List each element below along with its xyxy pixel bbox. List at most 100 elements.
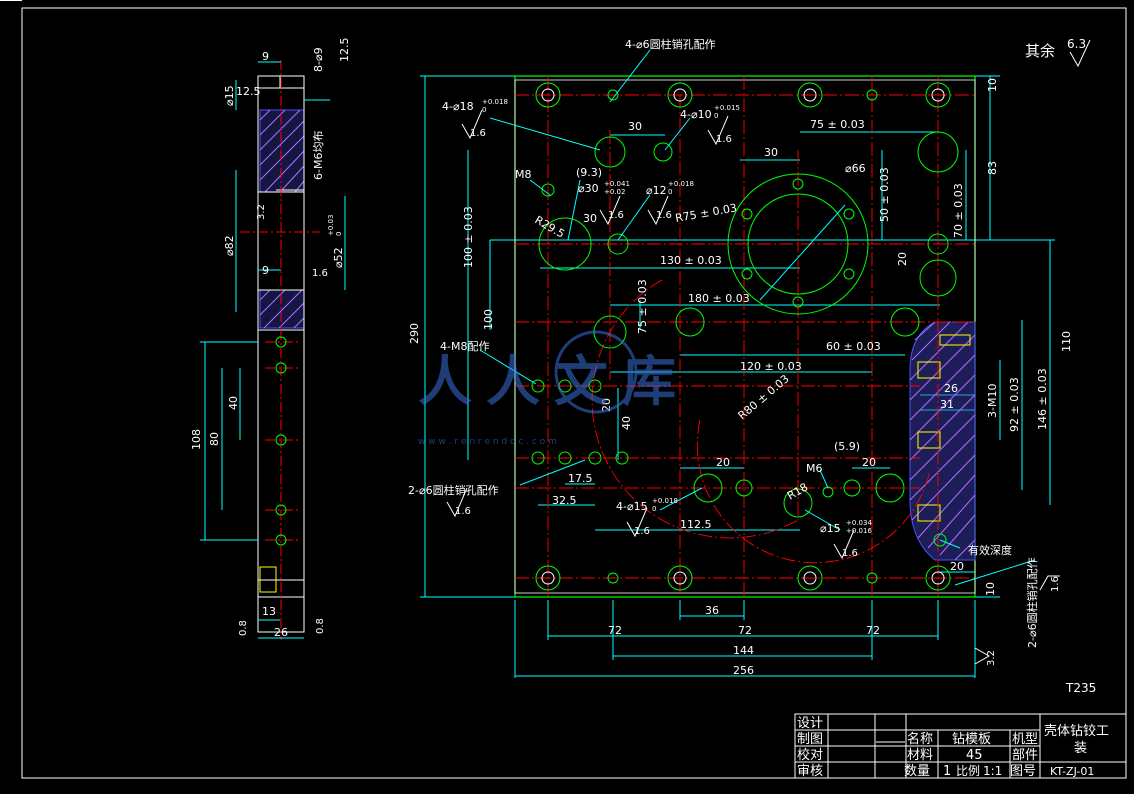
dim-m8-pin: 4-M8配作 <box>440 340 489 353</box>
dim-d12-tol2: 0 <box>668 188 672 196</box>
dim-m8: M8 <box>515 168 532 181</box>
side-view-dimension-lines <box>200 61 346 639</box>
main-view: 4-⌀6圆柱销孔配作 4-⌀18 +0.018 0 1.6 30 4-⌀10 +… <box>408 37 1073 678</box>
dim-10-bot: 10 <box>984 582 997 596</box>
svg-text:人人文库: 人人文库 <box>418 350 690 413</box>
dim-72c: 72 <box>866 624 880 637</box>
side-dim-12-5b: 12.5 <box>236 85 261 98</box>
tb-material-label: 材料 <box>907 748 933 763</box>
dim-92: 92 ± 0.03 <box>1008 377 1021 432</box>
dim-70: 70 ± 0.03 <box>952 183 965 238</box>
dim-20-r: 20 <box>896 252 909 266</box>
tb-name-label: 名称 <box>907 731 933 747</box>
roughness-symbols <box>446 109 1060 665</box>
tb-drawing-no: KT-ZJ-01 <box>1050 765 1094 778</box>
side-dim-0-8a: 0.8 <box>238 620 249 636</box>
tb-scale-label: 比例 <box>956 764 980 778</box>
dim-10-right: 10 <box>986 78 999 92</box>
plate-inner-outline <box>514 79 976 594</box>
side-dim-d52-tol2: 0 <box>335 232 343 236</box>
side-dim-108: 108 <box>190 429 203 450</box>
dim-m6: M6 <box>806 462 823 475</box>
dim-ra16-e: 1.6 <box>455 506 471 517</box>
dim-72a: 72 <box>608 624 622 637</box>
dim-d30h: ⌀30 <box>578 182 599 195</box>
dim-50: 50 ± 0.03 <box>878 167 891 222</box>
dim-pin-left: 2-⌀6圆柱销孔配作 <box>408 483 499 497</box>
roughness-symbol: 6.3 <box>1067 37 1091 68</box>
dim-d18: 4-⌀18 <box>442 100 474 113</box>
tb-drawing-no-label: 图号 <box>1010 764 1036 779</box>
dim-112-5: 112.5 <box>680 518 712 531</box>
side-dim-m6: 6-M6均布 <box>312 131 325 180</box>
side-dim-0-8b: 0.8 <box>315 618 326 634</box>
dim-ra16-b: 1.6 <box>716 134 732 145</box>
dim-r18: R18 <box>785 481 810 503</box>
dim-83: 83 <box>986 161 999 175</box>
dim-m10: 3-M10 <box>986 384 999 418</box>
dim-r29: R29.5 <box>533 213 567 240</box>
dim-146: 146 ± 0.03 <box>1036 368 1049 430</box>
tb-model-label: 机型 <box>1012 732 1038 747</box>
side-dim-9-top: 9 <box>262 50 269 63</box>
side-dim-80: 80 <box>208 432 221 446</box>
dim-30-c: 30 <box>583 212 597 225</box>
tb-check: 校对 <box>797 747 823 763</box>
dim-17-5: 17.5 <box>568 472 593 485</box>
side-dim-d82: ⌀82 <box>223 235 236 256</box>
side-view-centerlines <box>240 60 320 640</box>
dim-130: 130 ± 0.03 <box>660 254 722 267</box>
dim-60: 60 ± 0.03 <box>826 340 881 353</box>
title-block: 设计 制图 校对 审核 名称 钻模板 材料 45 数量 1 比例 1:1 机型 … <box>794 713 1127 779</box>
tb-drawing: 制图 <box>797 732 823 747</box>
dim-120: 120 ± 0.03 <box>740 360 802 373</box>
tb-part-label: 部件 <box>1012 748 1038 763</box>
dim-ra16-g: 1.6 <box>842 548 858 559</box>
main-centerlines <box>515 76 975 597</box>
tb-material-value: 45 <box>966 748 983 763</box>
dim-32-5: 32.5 <box>552 494 577 507</box>
side-dim-d15: ⌀15 <box>223 85 236 106</box>
side-dim-d52-tol: +0.03 <box>327 215 335 236</box>
side-dim-9-mid: 9 <box>262 264 269 277</box>
watermark: 人人文库 w w w . r e n r e n d o c . c o m <box>418 330 690 447</box>
dim-ra16-h: 1.6 <box>1050 576 1061 592</box>
dim-144: 144 <box>733 644 754 657</box>
side-dim-8x9: 8-⌀9 <box>312 47 325 72</box>
dim-pin-right: 2-⌀6圆柱销孔配作 <box>1025 557 1039 648</box>
dim-d12-tol: +0.018 <box>668 180 694 188</box>
dim-31: 31 <box>940 398 954 411</box>
dim-d10-tol2: 0 <box>714 112 718 120</box>
tb-title-line2: 装 <box>1074 741 1087 756</box>
dim-d15-tol2: 0 <box>652 505 656 513</box>
dim-100a: 100 ± 0.03 <box>462 206 475 268</box>
dim-ra16-d: 1.6 <box>656 210 672 221</box>
dim-30-a: 30 <box>628 120 642 133</box>
dim-110: 110 <box>1060 331 1073 352</box>
dim-d10: 4-⌀10 <box>680 108 712 121</box>
dim-d15: 4-⌀15 <box>616 500 648 513</box>
tb-title-line1: 壳体钻铰工 <box>1044 724 1109 739</box>
dim-depth: 有效深度 <box>968 543 1012 557</box>
dim-75v: 75 ± 0.03 <box>636 279 649 334</box>
svg-text:w w w . r e n r e n d o c . c: w w w . r e n r e n d o c . c o m <box>418 437 557 447</box>
dim-d15b-tol: +0.034 <box>846 519 872 527</box>
dim-ra16-c: 1.6 <box>608 210 624 221</box>
dim-100b: 100 <box>482 309 495 330</box>
dim-72b: 72 <box>738 624 752 637</box>
dim-d30h-tol: +0.041 <box>604 180 630 188</box>
side-dim-1-6: 1.6 <box>312 268 328 279</box>
material-code: T235 <box>1065 681 1096 695</box>
side-dim-26: 26 <box>274 626 288 639</box>
dim-d15b: ⌀15 <box>820 522 841 535</box>
dim-pin-top: 4-⌀6圆柱销孔配作 <box>625 37 716 51</box>
dim-d66: ⌀66 <box>845 162 866 175</box>
dim-ra16-a: 1.6 <box>470 128 486 139</box>
dim-ra32: 3.2 <box>986 650 997 666</box>
dim-9-3: (9.3) <box>576 166 602 179</box>
drawing-frame <box>21 7 1127 779</box>
right-section-hatch <box>909 321 976 561</box>
dim-75: 75 ± 0.03 <box>810 118 865 131</box>
leader-lines <box>479 49 1036 586</box>
